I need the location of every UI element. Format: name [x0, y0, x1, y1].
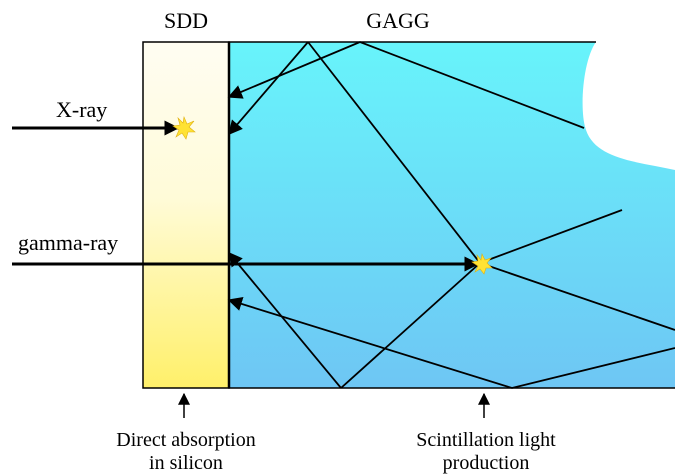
- light-ray: [511, 347, 675, 389]
- gamma-ray-label: gamma-ray: [18, 230, 118, 255]
- starburst-icon: [471, 253, 493, 275]
- direct-absorption-label-line2: in silicon: [149, 452, 223, 474]
- light-ray: [340, 262, 481, 389]
- light-ray: [227, 296, 513, 389]
- gagg-crystal: [229, 42, 675, 388]
- light-ray: [307, 41, 481, 264]
- scintillation-label-line1: Scintillation light: [416, 429, 556, 451]
- scintillation-label-line2: production: [443, 452, 530, 474]
- light-ray: [359, 41, 585, 129]
- sdd-detector: [142, 41, 230, 389]
- light-ray: [228, 251, 342, 389]
- sdd-label: SDD: [164, 8, 208, 33]
- gagg-label: GAGG: [366, 8, 430, 33]
- xray-label: X-ray: [56, 97, 107, 122]
- light-ray: [479, 209, 623, 264]
- direct-absorption-label-line1: Direct absorption: [116, 429, 255, 451]
- light-ray: [227, 41, 361, 99]
- light-ray: [479, 262, 675, 331]
- scintillation-rays: [227, 41, 675, 389]
- light-ray: [228, 41, 309, 136]
- starburst-icon: [172, 115, 196, 140]
